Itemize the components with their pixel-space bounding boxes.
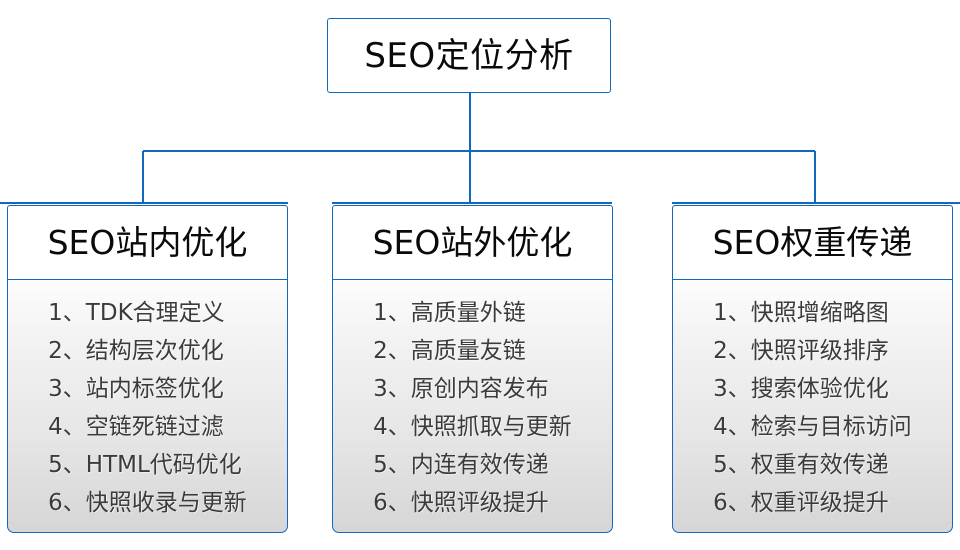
root-node-title: SEO定位分析	[364, 35, 574, 76]
list-item: 5、内连有效传递	[373, 452, 549, 478]
list-item: 3、原创内容发布	[373, 376, 549, 402]
branch-header-title-3: SEO权重传递	[712, 223, 913, 262]
branch-list-2: 1、高质量外链 2、高质量友链 3、原创内容发布 4、快照抓取与更新 5、内连有…	[373, 294, 572, 522]
list-item: 3、搜索体验优化	[713, 376, 889, 402]
list-item: 5、HTML代码优化	[48, 452, 242, 478]
list-item: 6、权重评级提升	[713, 490, 889, 516]
branch-header-title-1: SEO站内优化	[47, 223, 248, 262]
list-item: 6、快照收录与更新	[48, 490, 247, 516]
branch-list-3: 1、快照增缩略图 2、快照评级排序 3、搜索体验优化 4、检索与目标访问 5、权…	[713, 294, 912, 522]
root-node[interactable]: SEO定位分析	[327, 18, 611, 93]
list-item: 1、快照增缩略图	[713, 300, 889, 326]
branch-header-title-2: SEO站外优化	[372, 223, 573, 262]
list-item: 4、检索与目标访问	[713, 414, 912, 440]
branch-column-2: SEO站外优化 1、高质量外链 2、高质量友链 3、原创内容发布 4、快照抓取与…	[332, 205, 613, 533]
list-item: 2、结构层次优化	[48, 338, 224, 364]
branch-body-2: 1、高质量外链 2、高质量友链 3、原创内容发布 4、快照抓取与更新 5、内连有…	[332, 280, 613, 533]
branch-body-3: 1、快照增缩略图 2、快照评级排序 3、搜索体验优化 4、检索与目标访问 5、权…	[672, 280, 953, 533]
branch-header-2[interactable]: SEO站外优化	[332, 205, 613, 280]
branch-column-3: SEO权重传递 1、快照增缩略图 2、快照评级排序 3、搜索体验优化 4、检索与…	[672, 205, 953, 533]
branch-header-3[interactable]: SEO权重传递	[672, 205, 953, 280]
list-item: 1、TDK合理定义	[48, 300, 225, 326]
list-item: 4、空链死链过滤	[48, 414, 224, 440]
branch-list-1: 1、TDK合理定义 2、结构层次优化 3、站内标签优化 4、空链死链过滤 5、H…	[48, 294, 247, 522]
list-item: 1、高质量外链	[373, 300, 526, 326]
list-item: 2、高质量友链	[373, 338, 526, 364]
branch-body-1: 1、TDK合理定义 2、结构层次优化 3、站内标签优化 4、空链死链过滤 5、H…	[7, 280, 288, 533]
list-item: 2、快照评级排序	[713, 338, 889, 364]
list-item: 5、权重有效传递	[713, 452, 889, 478]
branch-header-1[interactable]: SEO站内优化	[7, 205, 288, 280]
list-item: 6、快照评级提升	[373, 490, 549, 516]
list-item: 4、快照抓取与更新	[373, 414, 572, 440]
branch-column-1: SEO站内优化 1、TDK合理定义 2、结构层次优化 3、站内标签优化 4、空链…	[7, 205, 288, 533]
list-item: 3、站内标签优化	[48, 376, 224, 402]
